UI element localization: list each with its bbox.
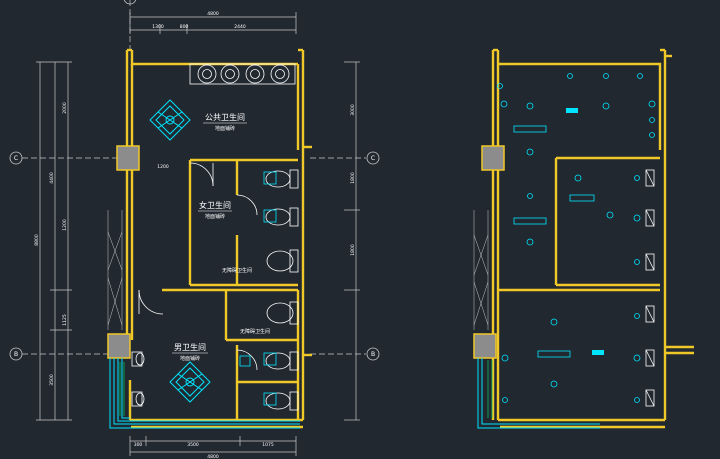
dim-left-seg-5: 1125 — [62, 314, 68, 326]
room-sub-men: 地面铺砖 — [180, 355, 200, 362]
toilet — [265, 351, 299, 371]
dim-left-seg-3: 2000 — [62, 102, 68, 114]
room-sub-women: 地面铺砖 — [205, 213, 225, 220]
urinal — [131, 351, 145, 367]
dim-top-seg-3: 2440 — [234, 24, 246, 30]
washbasins — [189, 63, 296, 85]
axis-label-b-left: B — [14, 351, 18, 358]
dim-left-outer: 8800 — [34, 234, 40, 246]
vent-symbols — [566, 108, 604, 355]
column — [116, 145, 140, 171]
exterior-wall-hatch — [119, 362, 125, 416]
dim-bottom-seg-1: 300 — [134, 442, 143, 448]
exterior-wall-hatch — [487, 360, 493, 418]
room-label-men: 男卫生间 — [174, 342, 206, 352]
room-sub-public: 地面铺砖 — [215, 125, 235, 132]
dimension-texts: 4800 1300 800 2440 4800 300 3500 1075 88… — [34, 11, 356, 459]
walls — [125, 48, 312, 429]
axis-label-c-left: C — [14, 155, 18, 162]
dim-bottom-seg-2: 3500 — [187, 442, 199, 448]
dim-right-seg-1: 3000 — [350, 104, 356, 116]
column — [473, 333, 497, 359]
left-floor-plan: 4800 1300 800 2440 4800 300 3500 1075 88… — [9, 0, 380, 459]
toilet — [265, 391, 299, 411]
exterior-wall — [109, 358, 300, 429]
room-label-accessible-upper: 无障碍卫生间 — [222, 267, 252, 274]
dim-right-seg-2: 1800 — [350, 172, 356, 184]
dim-left-seg-2: 3500 — [49, 374, 55, 386]
axis-bubble-c-left — [9, 151, 23, 165]
accessible-toilet — [266, 249, 299, 273]
dim-top-total: 4800 — [207, 11, 219, 17]
accessible-toilet — [266, 301, 299, 325]
wall-lattice — [107, 210, 123, 330]
walls — [491, 48, 694, 429]
toilet — [265, 207, 299, 227]
axis-bubble-top — [123, 0, 137, 5]
stall-tags — [239, 171, 277, 406]
dim-left-seg-4: 1200 — [62, 219, 68, 231]
linear-light — [569, 194, 595, 202]
linear-light — [537, 350, 571, 358]
men-door-swing — [138, 289, 164, 315]
room-label-accessible-lower: 无障碍卫生间 — [240, 328, 270, 335]
dim-top-seg-2: 800 — [180, 24, 189, 30]
toilets — [131, 169, 299, 411]
dim-left-seg-1: 4400 — [49, 172, 55, 184]
urinal — [131, 391, 145, 407]
column — [481, 145, 505, 171]
right-ceiling-plan — [473, 48, 694, 429]
axis-label-c-right: C — [371, 155, 375, 162]
floor-drain-symbol — [169, 361, 211, 403]
room-label-women: 女卫生间 — [199, 200, 231, 210]
dim-right-seg-3: 1800 — [350, 244, 356, 256]
column — [107, 333, 131, 359]
ceiling-lights — [497, 73, 656, 403]
axis-bubble-b-left — [9, 347, 23, 361]
exhaust-fans — [645, 169, 655, 407]
linear-light — [513, 125, 547, 133]
dim-bottom-total: 4800 — [207, 454, 219, 459]
dim-top-seg-1: 1300 — [152, 24, 164, 30]
room-label-public: 公共卫生间 — [205, 112, 245, 122]
women-door-swing — [189, 162, 214, 187]
axis-bubble-c-right — [366, 151, 380, 165]
toilet — [265, 169, 299, 189]
linear-light — [513, 217, 547, 225]
door-dimension: 1200 — [157, 164, 169, 170]
floor-drain-symbol — [149, 99, 191, 141]
wall-lattice — [473, 210, 489, 330]
doors — [138, 162, 258, 371]
dim-bottom-seg-3: 1075 — [262, 442, 274, 448]
axis-markers — [9, 0, 380, 361]
axis-bubble-b-right — [366, 347, 380, 361]
axis-label-b-right: B — [371, 351, 375, 358]
exterior-wall — [477, 358, 600, 429]
dimension-lines — [22, 0, 366, 456]
